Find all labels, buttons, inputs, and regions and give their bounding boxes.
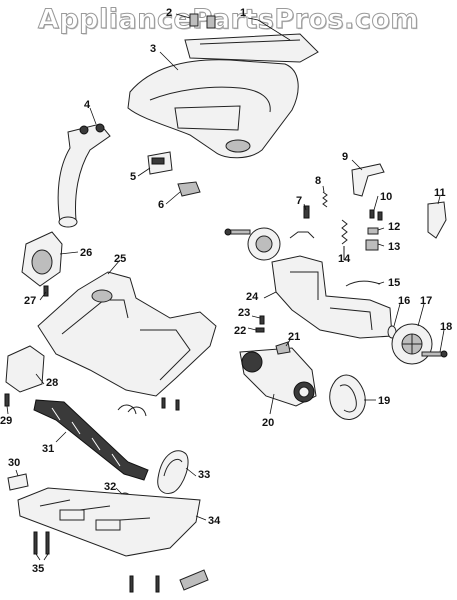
part-28-lens-cover — [5, 345, 45, 393]
callout-5: 5 — [130, 171, 136, 183]
part-9-pedal-lever — [351, 163, 385, 197]
part-12-clip — [367, 227, 379, 235]
callout-9: 9 — [342, 151, 348, 163]
callout-12: 12 — [388, 221, 400, 233]
callout-28: 28 — [46, 377, 58, 389]
callout-15: 15 — [388, 277, 400, 289]
callout-11: 11 — [434, 187, 446, 199]
callout-34: 34 — [208, 515, 221, 527]
part-10-fasteners — [369, 209, 383, 221]
callout-8: 8 — [315, 175, 321, 187]
callout-10: 10 — [380, 191, 392, 203]
leader-lines — [6, 13, 445, 561]
callout-16: 16 — [398, 295, 410, 307]
callout-4: 4 — [84, 99, 91, 111]
part-18-axle-bolt — [421, 350, 448, 358]
part-2-clips — [189, 13, 216, 29]
part-20-motor — [239, 347, 317, 407]
callout-17: 17 — [420, 295, 432, 307]
part-25-base — [37, 271, 217, 397]
part-13-block — [365, 239, 379, 251]
callout-21: 21 — [288, 331, 300, 343]
callout-25: 25 — [114, 253, 126, 265]
part-35-screws — [33, 531, 160, 593]
callout-3: 3 — [150, 43, 156, 55]
part-24-frame — [271, 255, 393, 339]
part-29-screw — [4, 393, 10, 407]
callout-2: 2 — [166, 7, 172, 19]
part-17-wheel — [391, 323, 433, 365]
part-5-latch — [147, 151, 173, 175]
callout-24: 24 — [246, 291, 259, 303]
part-slider-tab — [179, 569, 209, 591]
callout-33: 33 — [198, 469, 210, 481]
part-7-screw — [303, 205, 310, 219]
part-31-brushroll — [33, 399, 149, 481]
watermark: AppliancePartsPros.com — [37, 4, 420, 36]
callout-26: 26 — [80, 247, 92, 259]
callout-23: 23 — [238, 307, 250, 319]
callout-7: 7 — [296, 195, 302, 207]
part-4-hose-neck — [57, 123, 111, 228]
callout-29: 29 — [0, 415, 12, 427]
part-26-filter-housing — [21, 231, 63, 287]
callout-14: 14 — [338, 253, 351, 265]
part-33-belt — [157, 450, 189, 494]
part-1-cover-plate — [184, 33, 319, 63]
wheel-left — [224, 227, 281, 261]
callout-18: 18 — [440, 321, 452, 333]
callout-1: 1 — [240, 7, 246, 19]
callout-6: 6 — [158, 199, 164, 211]
callout-27: 27 — [24, 295, 36, 307]
callout-13: 13 — [388, 241, 400, 253]
part-30-bumper — [7, 473, 29, 491]
part-6-bracket — [177, 181, 201, 197]
callout-32: 32 — [104, 481, 116, 493]
callout-19: 19 — [378, 395, 390, 407]
part-23-screw — [259, 315, 265, 325]
callout-30: 30 — [8, 457, 20, 469]
part-3-hood — [127, 59, 299, 159]
callout-35: 35 — [32, 563, 44, 575]
callouts: 1 2 3 4 5 6 7 8 9 10 11 12 13 14 15 16 1… — [0, 7, 452, 575]
callout-20: 20 — [262, 417, 274, 429]
part-15-rod — [345, 280, 381, 287]
part-11-handle-release — [427, 201, 447, 239]
part-27-screw — [43, 285, 49, 297]
part-19-belt — [329, 374, 366, 420]
part-22-screw — [255, 327, 265, 333]
part-8-spring — [322, 191, 328, 208]
part-sensor-bracket — [289, 231, 315, 239]
part-brush-clips — [117, 397, 180, 417]
callout-22: 22 — [234, 325, 246, 337]
callout-31: 31 — [42, 443, 54, 455]
part-34-bottom-plate — [17, 487, 201, 557]
